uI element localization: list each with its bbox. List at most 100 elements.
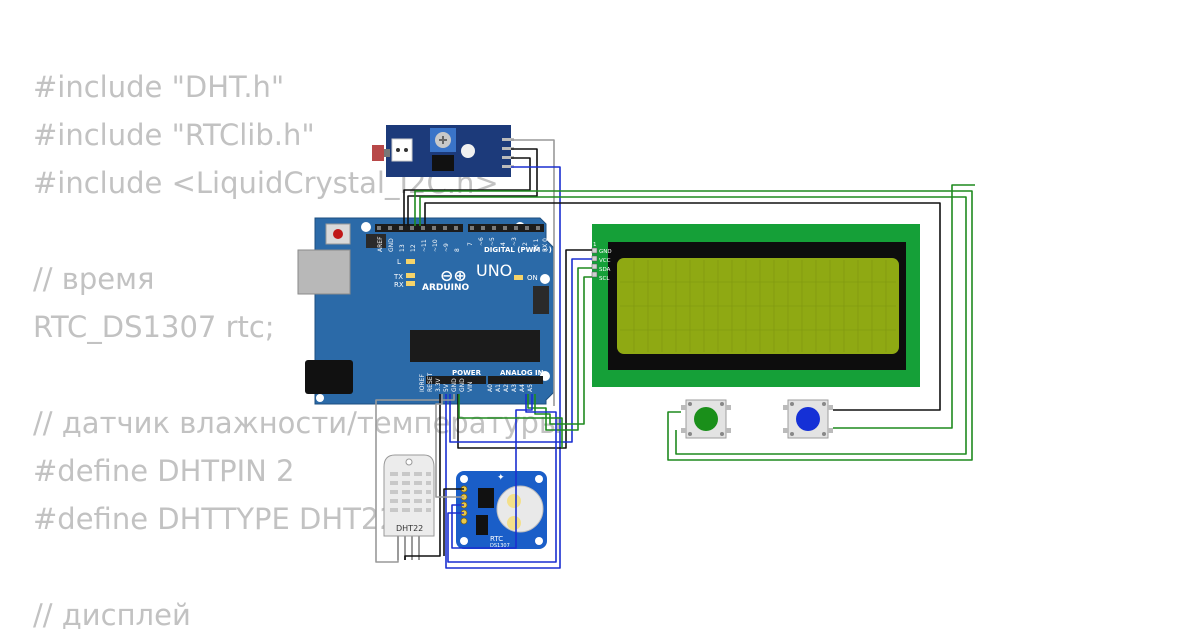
pin-label-12: 12 [410, 244, 417, 252]
pin-label-a5: A5 [527, 384, 534, 392]
pin-label-11: ~11 [421, 239, 428, 252]
pin-label-a1: A1 [495, 384, 502, 392]
on-label: ON [527, 274, 538, 282]
pin-label-4: 4 [500, 242, 507, 246]
wire-black[interactable] [457, 249, 592, 449]
wire-green[interactable] [833, 184, 975, 429]
wire-black[interactable] [407, 148, 538, 226]
status-led [461, 144, 475, 158]
power-jack [305, 360, 353, 394]
pin-label-ioref: IOREF [419, 374, 426, 392]
lcd-pin-sda: SDA [599, 267, 611, 273]
pin-label-a4: A4 [519, 384, 526, 392]
lcd-display[interactable]: 1 GND VCC SDA SCL [591, 224, 920, 387]
comparator-chip [432, 155, 454, 171]
digital-pins-label: DIGITAL (PWM ~) [484, 246, 552, 254]
code-line: // дисплей [33, 598, 191, 632]
pin-label-5: ~5 [489, 237, 496, 246]
code-line: // датчик влажности/температуры [33, 406, 562, 440]
adafruit-star-icon: ✦ [497, 473, 505, 483]
rtc-ds1307-module[interactable]: RTC DS1307 ✦ [456, 471, 547, 549]
code-line: // время [33, 262, 155, 296]
wire-blue[interactable] [451, 394, 533, 549]
code-line: #include "RTClib.h" [33, 118, 315, 152]
light-sensor-module[interactable] [372, 125, 514, 177]
pin-label-gnd: GND [459, 378, 466, 392]
lcd-pin-vcc: VCC [599, 258, 611, 264]
pin-label-13: 13 [399, 244, 406, 252]
icsp-header-small [366, 234, 386, 248]
digital-header-left [375, 224, 463, 232]
pin-label-3v3: 3.3V [435, 377, 442, 392]
lcd-pin-scl: SCL [599, 276, 610, 282]
icsp-header [533, 286, 549, 314]
pin-label-5v: 5V [443, 383, 450, 392]
pin-label-10: ~10 [432, 239, 439, 252]
code-line: #define DHTTYPE DHT22 [33, 502, 398, 536]
code-line: #include "DHT.h" [33, 70, 285, 104]
sensor-capacitor [391, 138, 413, 162]
wire-green[interactable] [534, 276, 592, 425]
pin-label-7: 7 [467, 242, 474, 246]
wire-gray[interactable] [435, 394, 464, 498]
dht22-sensor[interactable]: DHT22 [383, 454, 435, 560]
power-header [426, 376, 486, 384]
green-push-button[interactable] [681, 399, 731, 439]
pin-label-reset: RESET [427, 372, 434, 392]
wire-black[interactable] [443, 488, 464, 556]
pin-label-gnd-top: GND [388, 238, 395, 252]
green-button-cap[interactable] [694, 407, 718, 431]
wire-green[interactable] [527, 267, 592, 431]
atmega-chip [410, 330, 540, 362]
arduino-model-label: UNO [476, 261, 512, 280]
wire-blue[interactable] [449, 258, 592, 443]
blue-button-cap[interactable] [796, 407, 820, 431]
analog-header [488, 376, 543, 384]
rtc-chip [478, 488, 494, 508]
pin-label-rx: RX 0 [542, 238, 549, 252]
wire-green[interactable] [414, 190, 973, 461]
lcd-pin-gnd: GND [599, 249, 612, 255]
arduino-infinity-logo: ⊖⊕ [440, 266, 467, 285]
pin-label-2: 2 [522, 242, 529, 246]
blue-push-button[interactable] [783, 399, 833, 439]
wire-green[interactable] [458, 394, 563, 448]
arduino-brand-label: ARDUINO [422, 283, 470, 293]
lcd-pin1-label: 1 [593, 242, 597, 248]
code-line: RTC_DS1307 rtc; [33, 310, 275, 344]
code-line: #define DHTPIN 2 [33, 454, 295, 488]
wire-green[interactable] [419, 196, 967, 455]
code-line: #include <LiquidCrystal_I2C.h> [33, 166, 499, 200]
pin-label-vin: VIN [467, 382, 474, 392]
pin-label-tx: TX 1 [533, 238, 540, 253]
wire-gray[interactable] [511, 139, 555, 406]
wires [375, 139, 975, 569]
tx-label: TX [393, 273, 403, 281]
wire-blue[interactable] [445, 166, 561, 569]
wire-black[interactable] [424, 202, 941, 411]
pin-label-9: ~9 [443, 243, 450, 252]
power-label: POWER [452, 369, 482, 377]
pin-label-3: ~3 [511, 237, 518, 246]
analog-in-label: ANALOG IN [500, 369, 544, 377]
pin-label-a0: A0 [487, 384, 494, 392]
wire-black[interactable] [404, 394, 441, 560]
reset-button-cap[interactable] [333, 229, 343, 239]
wire-gray[interactable] [375, 394, 455, 563]
wire-blue[interactable] [447, 394, 557, 563]
pin-label-6: ~6 [478, 237, 485, 246]
rx-label: RX [394, 281, 404, 289]
pin-label-a3: A3 [511, 384, 518, 392]
pin-label-8: 8 [454, 248, 461, 252]
pin-label-a2: A2 [503, 384, 510, 392]
wire-black[interactable] [403, 157, 531, 226]
usb-port [297, 249, 351, 295]
pin-label-aref: AREF [377, 236, 384, 252]
arduino-uno-board[interactable]: ⊖⊕ UNO ARDUINO DIGITAL (PWM ~) ON TX RX … [297, 217, 555, 405]
photoresistor [372, 145, 384, 161]
rtc-sublabel: DS1307 [490, 543, 510, 549]
rtc-label: RTC [490, 535, 503, 543]
l-led-label: L [397, 258, 401, 266]
